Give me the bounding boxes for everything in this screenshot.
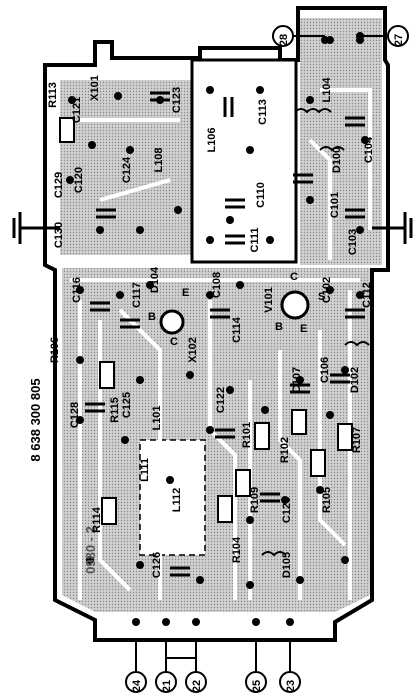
connection-point-label: 27 (393, 34, 405, 46)
board-mark-label: 0980 - 2 (83, 526, 98, 574)
capacitor-symbols (85, 91, 365, 577)
capacitor-label: C101 (329, 192, 341, 218)
pads (66, 32, 369, 626)
connection-point-label: 22 (191, 680, 203, 692)
capacitor-label: C106 (319, 357, 331, 383)
capacitor-label: C110 (255, 182, 267, 208)
capacitor-label: C126 (151, 552, 163, 578)
copper-areas (60, 18, 382, 612)
transistor-pin-label: E (182, 287, 189, 299)
connection-point-circles (125, 25, 409, 693)
capacitor-label: C111 (249, 227, 261, 252)
capacitor-label: C130 (53, 222, 65, 248)
capacitor-label: C128 (69, 402, 81, 428)
resistor-label: R107 (351, 427, 363, 453)
ground-right-icon (372, 212, 413, 244)
capacitor-label: C121 (71, 97, 83, 123)
resistor-label: R113 (47, 82, 59, 108)
transistor-pin-label: E (300, 323, 307, 335)
connection-leads (135, 35, 388, 672)
capacitor-label: C122 (215, 387, 227, 413)
transistor-pin-label: C (290, 271, 298, 283)
inductor-label: L104 (321, 77, 333, 103)
diode-label: D100 (331, 147, 343, 173)
capacitor-label: C126 (281, 497, 293, 523)
resistor-label: R105 (321, 487, 333, 513)
transistor-pin-label: B (275, 321, 283, 333)
resistor-label: R102 (279, 437, 291, 463)
capacitor-label: C113 (257, 99, 269, 125)
copper-lower-main (62, 268, 370, 612)
capacitor-label: C123 (171, 87, 183, 113)
capacitor-label: C125 (121, 392, 133, 418)
capacitor-label: C129 (53, 172, 65, 198)
inductor-label: L112 (171, 488, 183, 512)
resistor-label: R106 (49, 337, 61, 363)
transistor-pin-label: C (170, 336, 178, 348)
copper-top-left (60, 80, 192, 255)
resistor-label: R115 (109, 397, 121, 423)
diode-label: D102 (349, 367, 361, 393)
component-labels: 24 21 22 25 23 28 27 8 638 300 805 0980 … (28, 34, 405, 692)
copper-top-right (300, 18, 382, 265)
transistor-pin-label: B (148, 311, 156, 323)
inductor-label: L111 (139, 458, 151, 482)
copper-shield-can (190, 58, 298, 264)
inductor-label: L108 (153, 147, 165, 172)
part-number-label: 8 638 300 805 (28, 378, 43, 461)
diode-label: D105 (281, 552, 293, 578)
capacitor-label: C107 (291, 367, 303, 393)
resistor-label: R104 (231, 536, 243, 563)
capacitor-label: C108 (211, 272, 223, 298)
capacitor-label: C120 (73, 167, 85, 193)
connection-point-label: 28 (278, 34, 290, 46)
connection-point-label: 25 (251, 680, 263, 692)
capacitor-label: C112 (361, 282, 373, 308)
ground-left-icon (12, 212, 60, 244)
diode-label: D104 (149, 266, 161, 293)
resistor-label: R114 (91, 506, 103, 533)
inductor-label: L106 (206, 127, 218, 152)
copper-lower-inner (139, 439, 206, 556)
transistor-v102-outline (159, 309, 185, 335)
capacitor-label: C114 (231, 316, 243, 343)
trimmer-label: X101 (89, 75, 101, 101)
inductor-label: L101 (151, 405, 163, 430)
resistor-bodies (59, 117, 353, 525)
transistor-v101-outline (280, 290, 310, 320)
transistor-label: X102 (187, 337, 199, 363)
capacitor-label: C102 (321, 277, 333, 303)
transistor-pin-label: S (318, 291, 325, 303)
transistor-label: V101 (263, 287, 275, 313)
resistor-label: R101 (241, 422, 253, 448)
inductor-coils (261, 108, 370, 557)
capacitor-label: C124 (121, 156, 133, 183)
capacitor-label: C117 (131, 282, 143, 308)
connection-point-label: 21 (161, 680, 173, 692)
connection-point-label: 23 (285, 680, 297, 692)
capacitor-label: C116 (71, 277, 83, 303)
resistor-label: R109 (249, 487, 261, 513)
connection-point-label: 24 (131, 679, 143, 692)
capacitor-label: C104 (363, 136, 375, 163)
capacitor-label: C103 (347, 229, 359, 255)
